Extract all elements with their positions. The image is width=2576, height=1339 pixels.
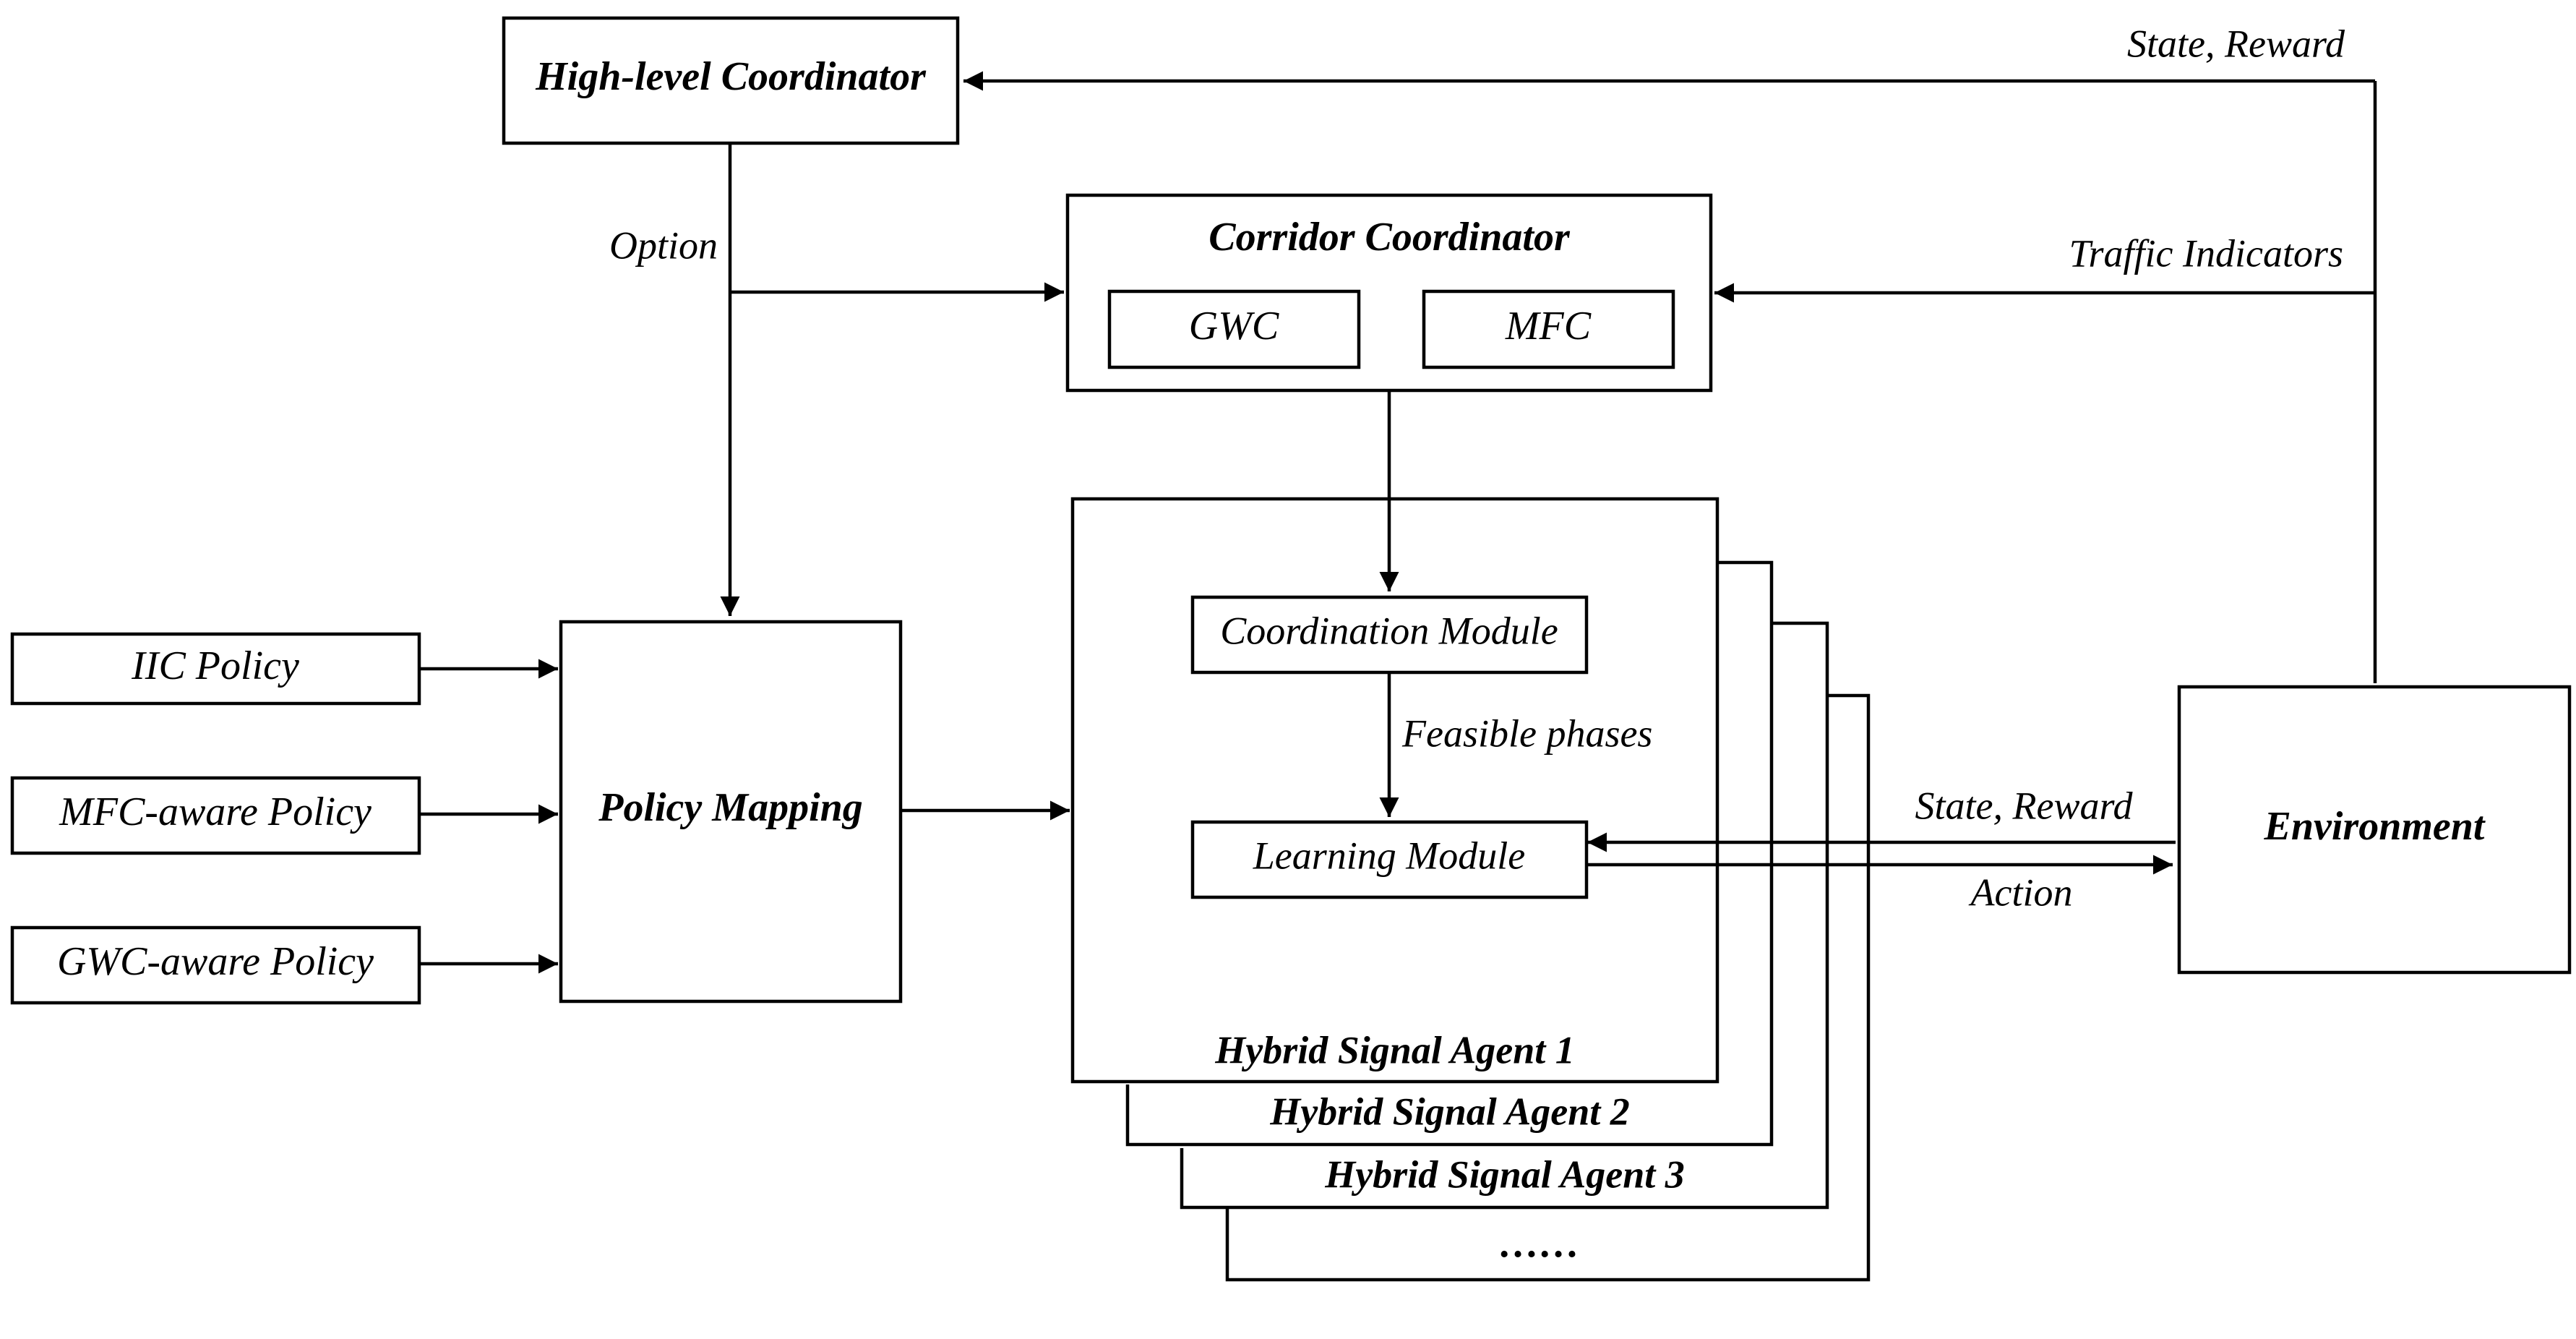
gwc-label: GWC bbox=[1189, 304, 1279, 348]
agent1-label: Hybrid Signal Agent 1 bbox=[1214, 1028, 1575, 1071]
mfc-aware-policy-box bbox=[10, 776, 421, 855]
agent3-box bbox=[1180, 621, 1829, 1210]
action-label: Action bbox=[1969, 870, 2073, 914]
feasible-phases-label: Feasible phases bbox=[1401, 711, 1652, 755]
corridor-coordinator-label: Corridor Coordinator bbox=[1208, 215, 1571, 260]
mfc-aware-policy-label: MFC-aware Policy bbox=[59, 790, 372, 834]
iic-policy-label: IIC Policy bbox=[131, 643, 299, 688]
policy-mapping-label: Policy Mapping bbox=[598, 785, 863, 830]
iic-policy-box bbox=[10, 632, 421, 706]
agent2-label: Hybrid Signal Agent 2 bbox=[1269, 1090, 1630, 1133]
gwc-aware-policy-box bbox=[10, 925, 421, 1005]
state-reward-label: State, Reward bbox=[1915, 784, 2134, 827]
agent2-box bbox=[1125, 560, 1774, 1147]
environment-label: Environment bbox=[2264, 804, 2486, 849]
policy-mapping-box bbox=[559, 620, 903, 1004]
learning-module-label: Learning Module bbox=[1253, 834, 1525, 877]
high-level-coordinator-box bbox=[502, 16, 960, 145]
mfc-label: MFC bbox=[1505, 304, 1592, 348]
high-level-coordinator-label: High-level Coordinator bbox=[535, 54, 927, 99]
agent3-label: Hybrid Signal Agent 3 bbox=[1324, 1152, 1685, 1196]
state-reward-top-label: State, Reward bbox=[2127, 22, 2345, 65]
agent1-box bbox=[1070, 497, 1720, 1084]
coordination-module-label: Coordination Module bbox=[1220, 609, 1558, 652]
gwc-aware-policy-label: GWC-aware Policy bbox=[57, 939, 374, 984]
option-label: Option bbox=[609, 223, 718, 267]
mfc-box bbox=[1422, 289, 1675, 369]
environment-box bbox=[2177, 685, 2572, 975]
gwc-box bbox=[1107, 289, 1361, 369]
learning-module-box bbox=[1190, 820, 1589, 899]
agent-more-box bbox=[1225, 693, 1871, 1282]
agent-more-label: …… bbox=[1499, 1221, 1580, 1266]
traffic-indicators-label: Traffic Indicators bbox=[2069, 231, 2343, 275]
coordination-module-box bbox=[1190, 595, 1589, 675]
